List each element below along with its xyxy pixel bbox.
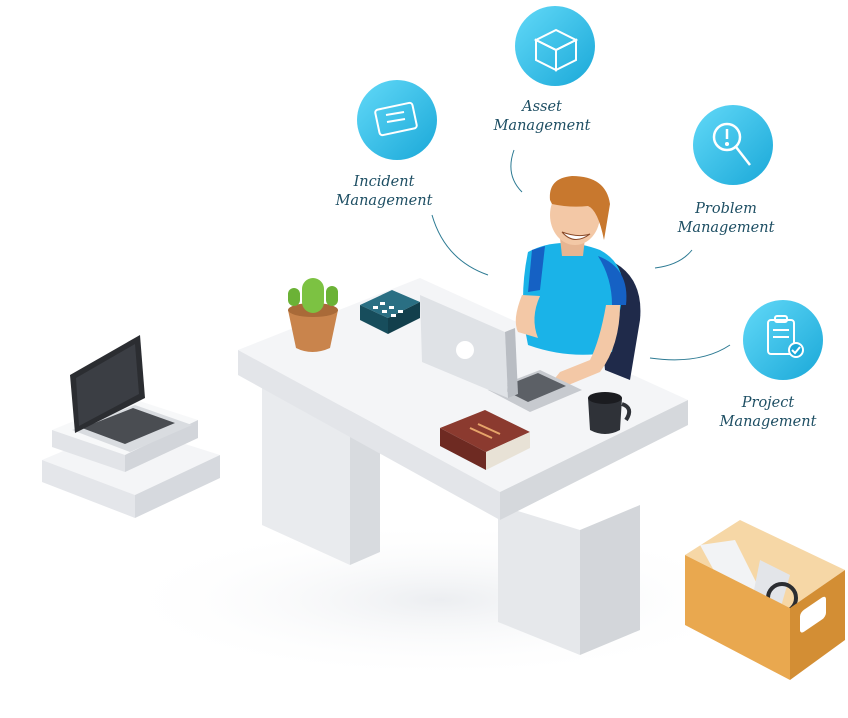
label-project-line1: Project: [741, 395, 795, 411]
label-incident-line1: Incident: [353, 174, 415, 190]
badge-incident: [357, 80, 437, 160]
label-project: Project Management: [718, 394, 818, 432]
book: [440, 410, 530, 470]
desk: [238, 278, 688, 655]
coffee-mug: [588, 392, 632, 434]
desk-phone: [360, 290, 420, 334]
cactus-plant: [288, 278, 338, 352]
label-asset-line2: Management: [493, 118, 591, 134]
label-project-line2: Management: [719, 414, 817, 430]
label-problem: Problem Management: [676, 200, 776, 238]
clipboard-check-icon: [767, 315, 804, 358]
label-incident-line2: Management: [335, 193, 433, 209]
badge-problem: [693, 105, 773, 185]
label-incident: Incident Management: [334, 173, 434, 211]
side-laptop-stack: [42, 335, 220, 518]
cardboard-box: [685, 520, 845, 680]
label-asset: Asset Management: [492, 98, 592, 136]
ticket-icon: [374, 101, 418, 137]
connector-lines: [431, 149, 731, 361]
magnifier-alert-icon: [712, 122, 751, 166]
desk-laptop: [420, 295, 582, 412]
label-problem-line1: Problem: [695, 201, 757, 217]
person: [515, 176, 627, 386]
floor-shadow: [110, 520, 770, 680]
box-icon: [533, 28, 579, 72]
badge-project: [743, 300, 823, 380]
badge-asset: [515, 6, 595, 86]
label-problem-line2: Management: [677, 220, 775, 236]
label-asset-line1: Asset: [522, 99, 562, 115]
